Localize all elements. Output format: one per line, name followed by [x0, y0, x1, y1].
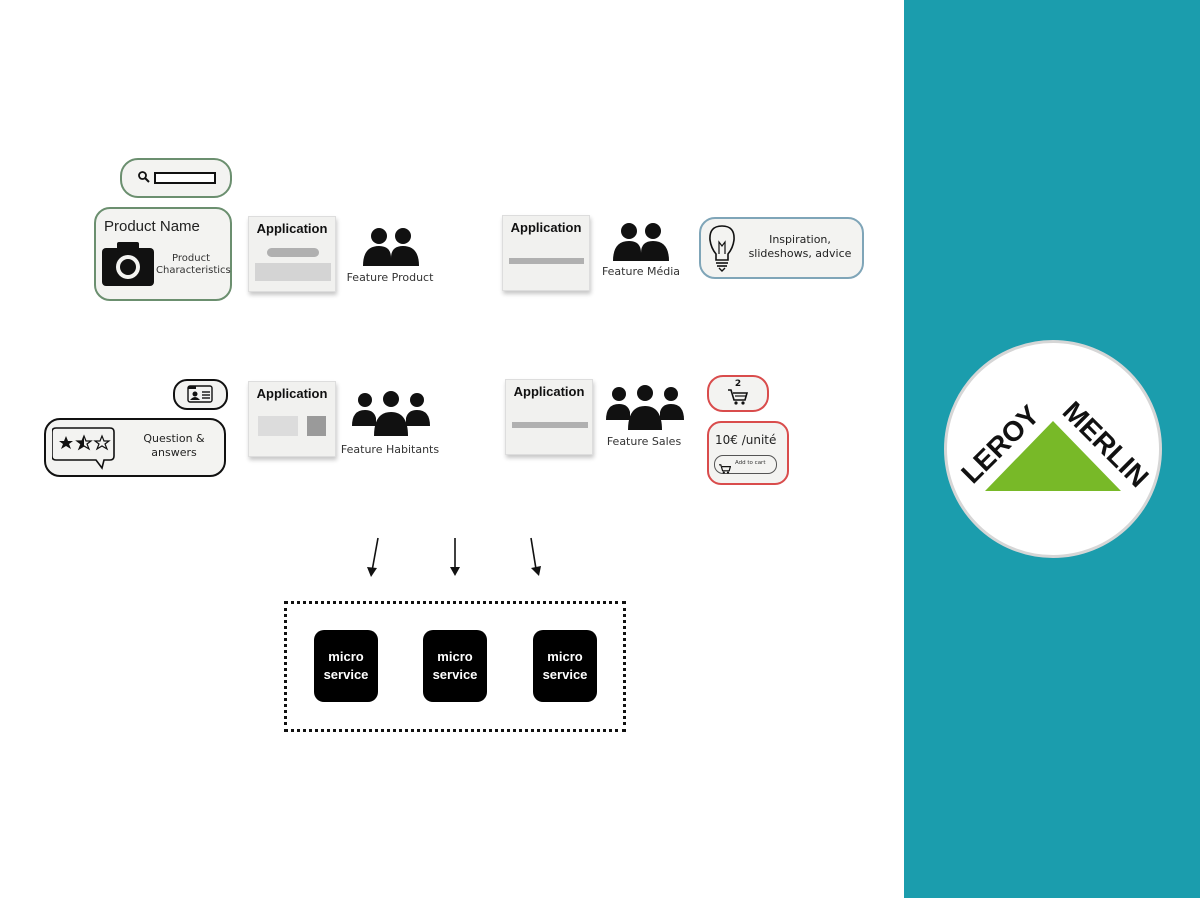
microservices-group: micro service micro service micro servic…: [284, 601, 626, 732]
microservice-label: micro service: [323, 649, 369, 682]
feature-sales-label: Feature Sales: [606, 435, 682, 448]
rating-bubble-icon: [51, 426, 116, 474]
cart-widget[interactable]: 2: [707, 375, 769, 412]
placeholder-block: [258, 416, 298, 436]
product-card: Product Name Product Characteristics: [94, 207, 232, 301]
application-title: Application: [256, 386, 328, 401]
group-users-icon: [352, 390, 430, 440]
placeholder-block: [255, 263, 331, 281]
contact-card-icon: [187, 385, 213, 407]
application-title: Application: [513, 384, 585, 399]
inspiration-text: Inspiration, slideshows, advice: [748, 233, 852, 260]
microservice-tile: micro service: [423, 630, 487, 702]
two-users-icon: [612, 221, 670, 265]
leroy-merlin-logo: LEROY MERLIN: [944, 340, 1162, 558]
placeholder-bar: [509, 258, 584, 264]
microservice-label: micro service: [432, 649, 478, 682]
feature-media-label: Feature Média: [601, 265, 681, 278]
microservice-tile: micro service: [314, 630, 378, 702]
group-users-icon: [606, 384, 684, 434]
arrow-left: [371, 537, 379, 572]
application-card-media: Application: [502, 215, 590, 291]
qa-text: Question & answers: [143, 432, 205, 459]
inspiration-card: Inspiration, slideshows, advice: [699, 217, 864, 279]
add-to-cart-label: Add to cart: [735, 460, 766, 466]
application-card-habitants: Application: [248, 381, 336, 457]
lightbulb-icon: [707, 224, 737, 276]
price-text: 10€ /unité: [715, 433, 777, 447]
price-card: 10€ /unité Add to cart: [707, 421, 789, 485]
add-to-cart-button[interactable]: Add to cart: [714, 455, 777, 474]
cart-icon: [728, 389, 749, 409]
application-card-product: Application: [248, 216, 336, 292]
placeholder-bar: [512, 422, 588, 428]
application-title: Application: [510, 220, 582, 235]
cart-icon: [719, 459, 732, 478]
application-title: Application: [256, 221, 328, 236]
feature-habitants-label: Feature Habitants: [340, 443, 440, 456]
qa-card: Question & answers: [44, 418, 226, 477]
search-input[interactable]: [154, 172, 216, 184]
two-users-icon: [362, 226, 420, 270]
placeholder-bar: [267, 248, 319, 257]
feature-product-label: Feature Product: [346, 271, 434, 284]
cart-count: 2: [734, 379, 742, 389]
contact-widget: [173, 379, 228, 410]
camera-icon: [102, 240, 154, 290]
search-widget[interactable]: [120, 158, 232, 198]
application-card-sales: Application: [505, 379, 593, 455]
arrow-right: [530, 537, 537, 570]
search-icon: [137, 169, 151, 188]
microservice-tile: micro service: [533, 630, 597, 702]
microservice-label: micro service: [542, 649, 588, 682]
product-name: Product Name: [104, 218, 200, 235]
arrows-to-microservices: [367, 537, 541, 577]
placeholder-square: [307, 416, 326, 436]
product-characteristics: Product Characteristics: [156, 253, 231, 276]
